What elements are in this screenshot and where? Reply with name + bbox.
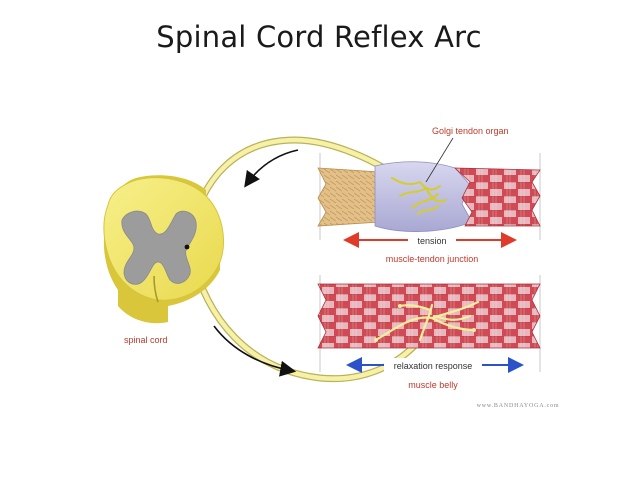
spinal-cord-cross-section — [103, 175, 224, 324]
golgi-tendon-organ-label: Golgi tendon organ — [432, 126, 509, 136]
tension-label: tension — [417, 236, 446, 246]
muscle-belly-illustration — [317, 275, 541, 372]
spinal-cord-label: spinal cord — [124, 335, 168, 345]
bandhayoga-watermark: www.BANDHAYOGA.com — [477, 403, 560, 409]
muscle-belly-label: muscle belly — [408, 380, 458, 390]
muscle-tendon-junction-illustration — [317, 153, 541, 240]
slide-title: Spinal Cord Reflex Arc — [156, 20, 482, 54]
muscle-tendon-junction-label: muscle-tendon junction — [386, 254, 479, 264]
relaxation-response-label: relaxation response — [394, 361, 473, 371]
golgi-pointer-line — [425, 137, 454, 183]
afferent-signal-arrow — [244, 149, 299, 188]
efferent-signal-arrow — [213, 325, 297, 377]
